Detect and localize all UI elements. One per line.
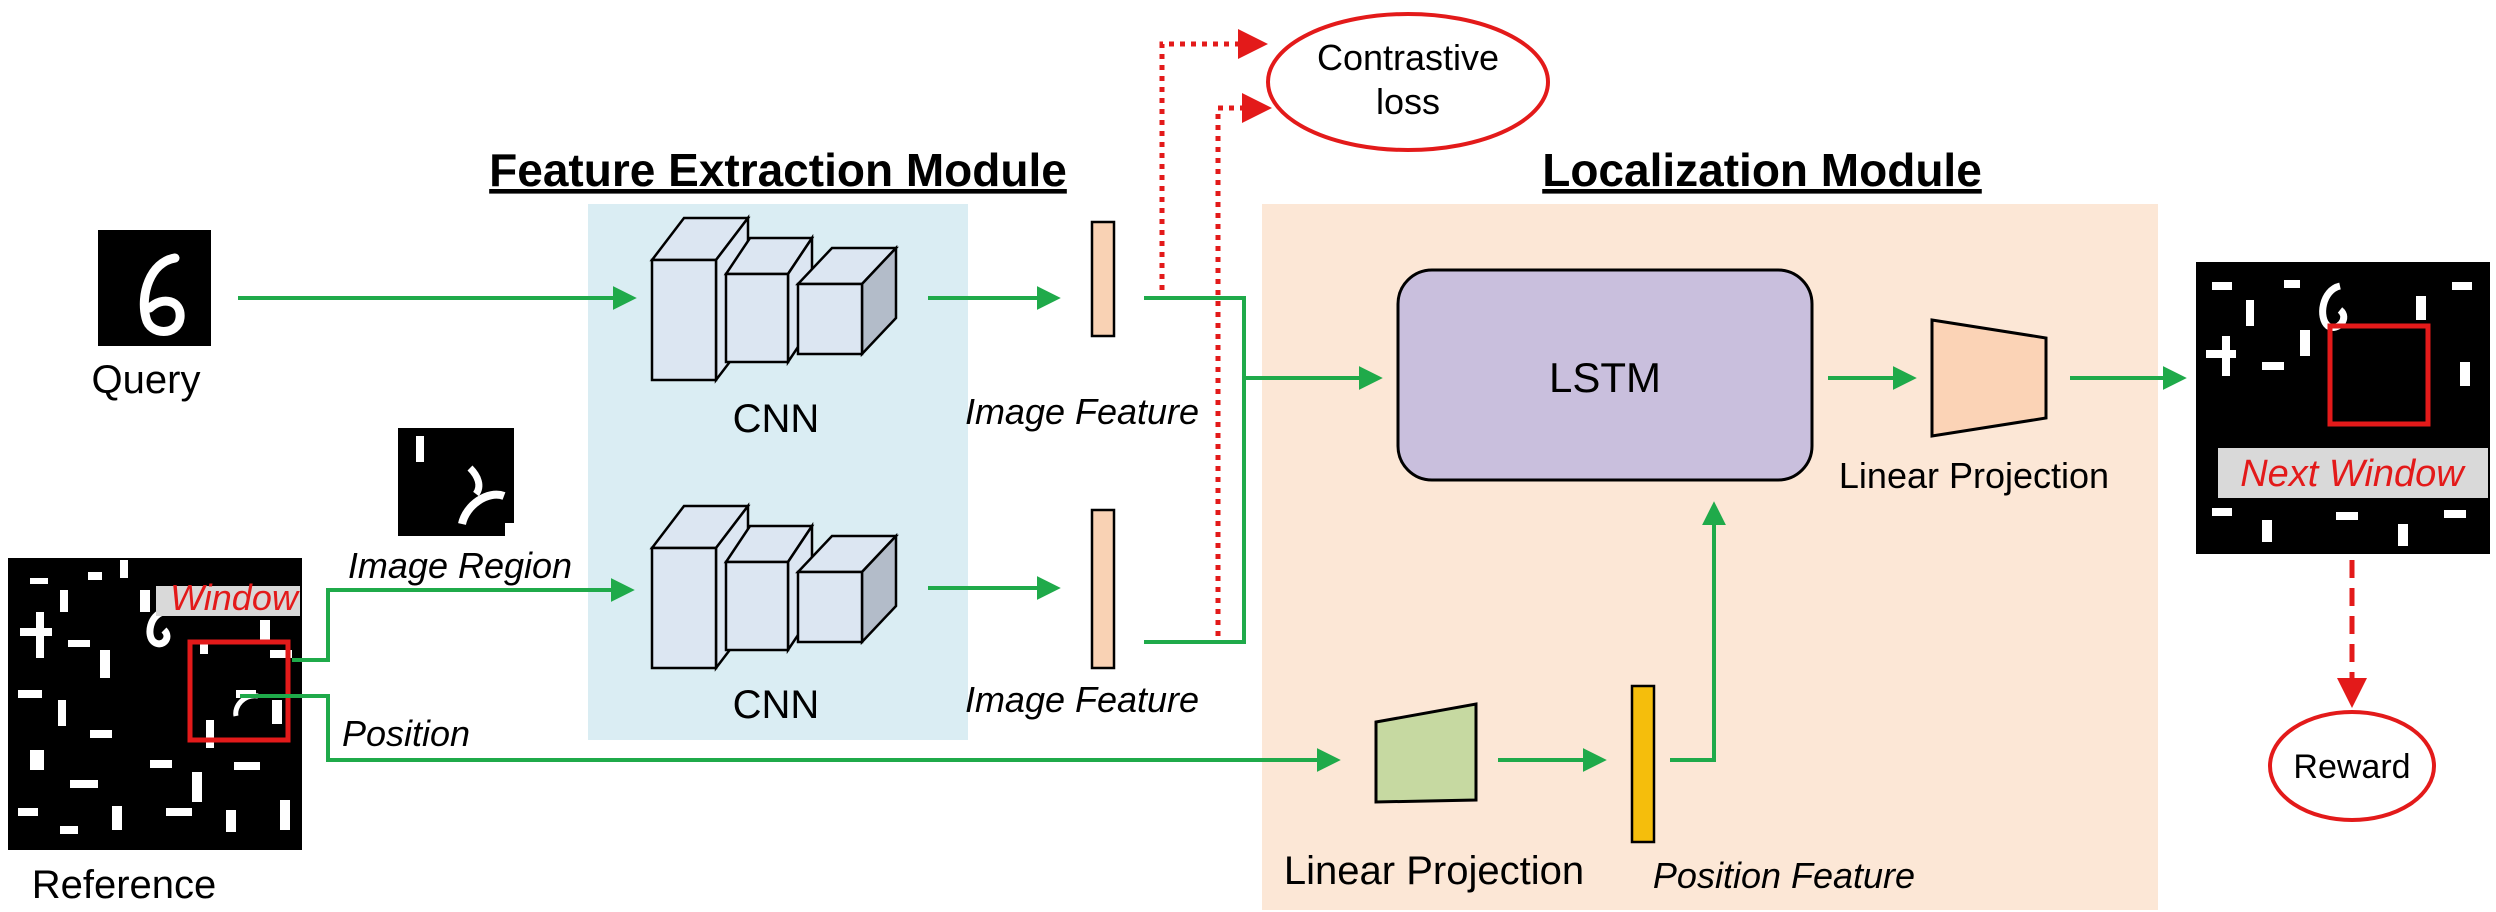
next-window-box	[2327, 323, 2431, 427]
query-label: Query	[92, 358, 201, 402]
reward-label: Reward	[2293, 748, 2410, 786]
arrow-feature-bottom-to-loss	[1215, 93, 1272, 636]
position-label: Position	[342, 713, 470, 754]
arrow-position-to-projection	[240, 694, 1341, 772]
line-feature-top-merge	[1144, 296, 1246, 378]
window-box	[187, 639, 291, 743]
next-window-label: Next Window	[2240, 453, 2466, 495]
lstm-block	[1396, 268, 1814, 482]
lstm-label: LSTM	[1549, 354, 1661, 401]
image-feature-label-bottom: Image Feature	[965, 679, 1199, 720]
linear-projection-top-label: Linear Projection	[1839, 455, 2109, 496]
contrastive-loss-node	[1266, 12, 1550, 152]
linear-projection-bottom	[1374, 702, 1478, 804]
cnn-bottom	[649, 502, 899, 672]
image-region-label: Image Region	[348, 545, 572, 586]
arrow-position-feature-to-lstm	[1670, 501, 1726, 762]
linear-projection-bottom-label: Linear Projection	[1284, 849, 1584, 893]
reward-node	[2268, 710, 2436, 822]
image-feature-bar-bottom	[1090, 508, 1116, 670]
window-label: Window	[170, 577, 300, 618]
arrow-feature-top-to-loss	[1159, 29, 1268, 290]
image-region-thumbnail	[398, 428, 514, 536]
line-feature-bottom-merge	[1144, 378, 1246, 644]
position-feature-label: Position Feature	[1653, 855, 1915, 896]
cnn-bottom-label: CNN	[733, 683, 820, 727]
linear-projection-top	[1930, 318, 2048, 438]
contrastive-loss-label-line2: loss	[1376, 81, 1440, 122]
localization-title: Localization Module	[1542, 144, 1982, 196]
image-feature-label-top: Image Feature	[965, 391, 1199, 432]
position-feature-bar	[1630, 684, 1656, 844]
cnn-top	[649, 214, 899, 384]
green-connectors	[238, 286, 2187, 772]
feature-extraction-title: Feature Extraction Module	[489, 144, 1067, 196]
next-window-image	[2196, 262, 2490, 554]
cnn-top-label: CNN	[733, 397, 820, 441]
contrastive-loss-connectors	[1159, 29, 1272, 636]
query-image	[98, 230, 211, 346]
arrow-window-to-cnn	[292, 578, 635, 662]
reference-label: Reference	[32, 863, 217, 907]
reference-image	[8, 558, 302, 850]
contrastive-loss-label-line1: Contrastive	[1317, 37, 1499, 78]
image-feature-bar-top	[1090, 220, 1116, 338]
